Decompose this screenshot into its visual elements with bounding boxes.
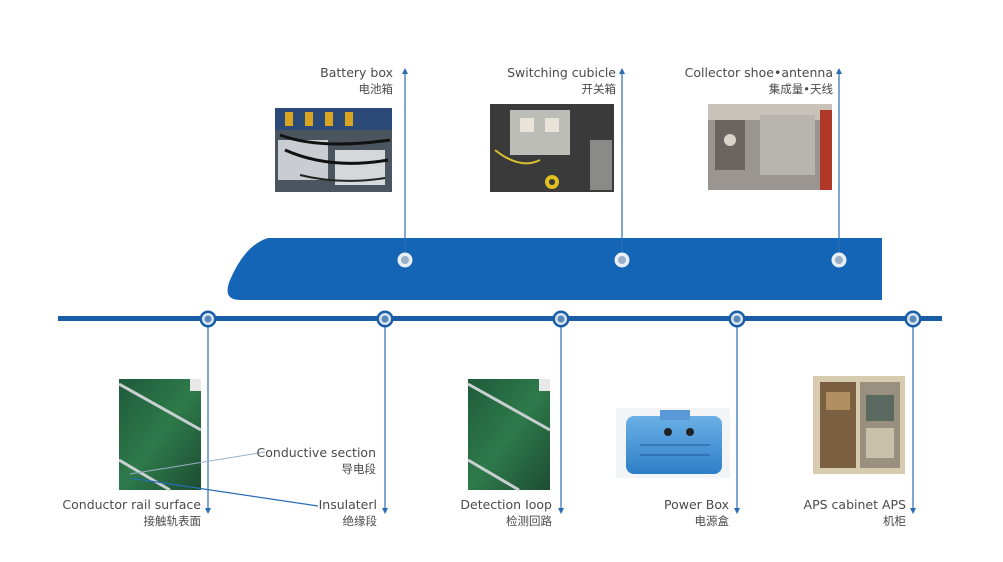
label-en: Insulaterl [318, 497, 377, 512]
collector-shoe-photo [708, 104, 832, 190]
train-body [227, 238, 883, 300]
label-en: Conductive section [256, 445, 376, 460]
rail-node [728, 310, 746, 328]
bottom-label-aps-cabinet: APS cabinet APS 机柜 [804, 496, 906, 530]
top-label-switching-cubicle: Switching cubicle 开关箱 [507, 64, 616, 98]
callout-line-conductive [129, 451, 266, 475]
callout-line-insulator [129, 477, 319, 507]
bottom-connectors [207, 320, 914, 512]
callout-conductive-section: Conductive section 导电段 [257, 444, 376, 478]
rail-line [58, 316, 942, 321]
label-zh: 绝缘段 [342, 514, 378, 528]
label-zh: 导电段 [341, 462, 377, 476]
label-en: Conductor rail surface [62, 497, 201, 512]
label-zh: 集成量•天线 [768, 82, 833, 96]
label-en: Detection Ioop [460, 497, 552, 512]
train-node [614, 252, 630, 268]
top-connectors [404, 70, 840, 260]
label-zh: 检测回路 [506, 514, 552, 528]
train-node [831, 252, 847, 268]
top-arrowheads [402, 68, 842, 74]
detection-loop-photo [467, 379, 551, 492]
rail-node [552, 310, 570, 328]
rail-node [904, 310, 922, 328]
bottom-label-conductor-rail: Conductor rail surface 接触轨表面 [62, 496, 201, 530]
rail-node [199, 310, 217, 328]
label-en: APS cabinet APS [803, 497, 906, 512]
bottom-label-power-box: Power Box 电源盒 [664, 496, 729, 530]
bottom-label-detection-loop: Detection Ioop 检测回路 [460, 496, 552, 530]
label-zh: 接触轨表面 [143, 514, 202, 528]
rail-node [376, 310, 394, 328]
battery-box-photo [275, 108, 392, 192]
label-en: Battery box [320, 65, 393, 80]
aps-cabinet-photo [813, 376, 905, 474]
label-zh: 开关箱 [581, 82, 617, 96]
train-node [397, 252, 413, 268]
bottom-label-insulator: Insulaterl 绝缘段 [319, 496, 377, 530]
label-en: Switching cubicle [507, 65, 616, 80]
label-en: Collector shoe•antenna [684, 65, 833, 80]
label-zh: 机柜 [883, 514, 906, 528]
label-en: Power Box [663, 497, 729, 512]
top-label-collector-shoe: Collector shoe•antenna 集成量•天线 [685, 64, 833, 98]
top-label-battery-box: Battery box 电池箱 [320, 64, 393, 98]
power-box-photo [616, 408, 730, 478]
label-zh: 电池箱 [358, 82, 394, 96]
bottom-arrowheads [205, 508, 916, 514]
conductor-rail-photo [118, 379, 202, 492]
label-zh: 电源盒 [694, 514, 730, 528]
switching-cubicle-photo [490, 104, 614, 192]
